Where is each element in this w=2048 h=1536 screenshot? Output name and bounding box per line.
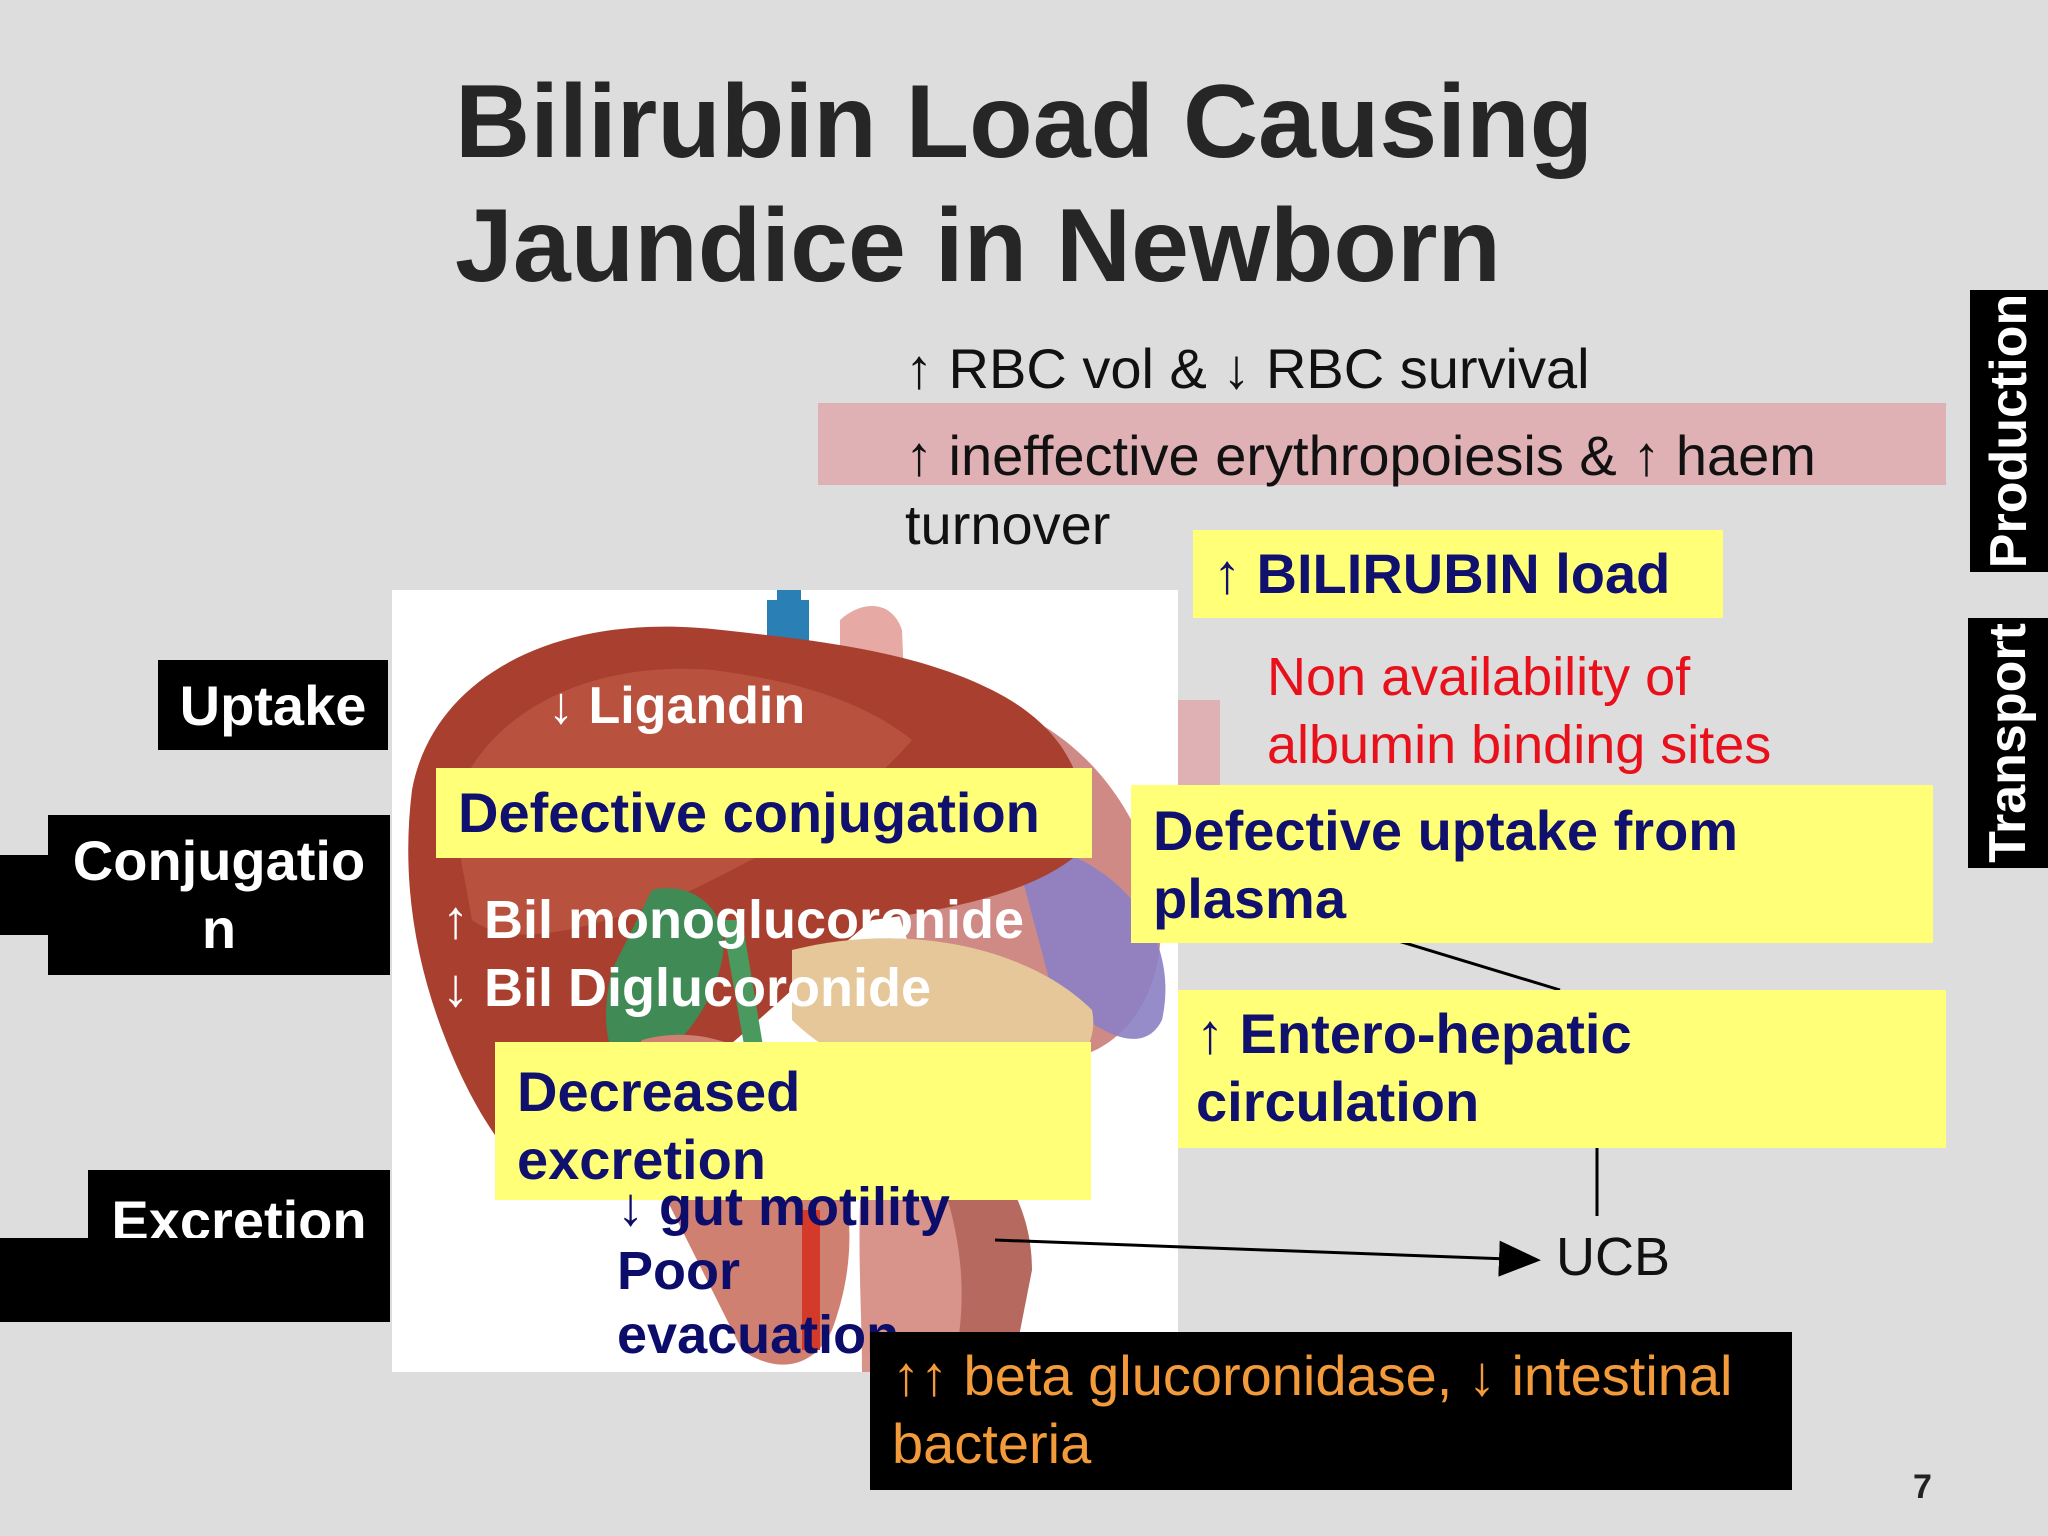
page-number: 7 xyxy=(1913,1468,1932,1506)
production-tab: Production xyxy=(1970,290,2048,572)
enterohepatic-box: ↑ Entero-hepatic circulation xyxy=(1178,990,1946,1148)
conjugation-label-line2: n xyxy=(201,897,237,960)
gut-to-ucb-arrow xyxy=(994,1238,1541,1277)
defective-uptake-line1: Defective uptake from xyxy=(1153,799,1739,862)
ligandin-text: ↓ Ligandin xyxy=(548,677,806,735)
uptake-label-text: Uptake xyxy=(179,673,367,737)
bil-monoglucoronide: ↑ Bil monoglucoronide xyxy=(442,890,1024,950)
decreased-excretion-line2: excretion xyxy=(517,1128,766,1191)
defective-uptake-box: Defective uptake from plasma xyxy=(1131,785,1933,943)
enterohepatic-line2: circulation xyxy=(1196,1070,1480,1133)
beta-glucoronidase-line2: bacteria xyxy=(892,1412,1092,1475)
defective-conjugation-text: Defective conjugation xyxy=(458,781,1040,844)
erythropoiesis-cause: ↑ ineffective erythropoiesis & ↑ haem xyxy=(905,424,1816,487)
decreased-excretion-line1: Decreased xyxy=(517,1060,801,1123)
bilirubin-load-text: ↑ BILIRUBIN load xyxy=(1213,542,1671,605)
gut-motility-text: ↓ gut motility Poor evacuation xyxy=(617,1175,950,1367)
excretion-label-base xyxy=(0,1238,390,1322)
bilirubin-glucuronide-text: ↑ Bil monoglucoronide ↓ Bil Diglucoronid… xyxy=(442,886,1024,1022)
conjugation-label-notch xyxy=(0,855,48,935)
defective-conjugation-box: Defective conjugation xyxy=(436,768,1092,858)
rbc-cause: ↑ RBC vol & ↓ RBC survival xyxy=(905,337,1590,400)
title-line-2: Jaundice in Newborn xyxy=(455,188,1501,304)
gut-motility-line2: Poor xyxy=(617,1241,741,1301)
decreased-excretion-box: Decreased excretion xyxy=(495,1042,1091,1200)
bil-diglucoronide: ↓ Bil Diglucoronide xyxy=(442,958,932,1018)
uptake-label: Uptake xyxy=(158,660,388,750)
turnover-cause: turnover xyxy=(905,493,1111,556)
uptake-to-enterohepatic-line xyxy=(1394,938,1561,992)
defective-uptake-line2: plasma xyxy=(1153,867,1346,930)
conjugation-label: Conjugatio n xyxy=(48,815,390,975)
title-line-1: Bilirubin Load Causing xyxy=(455,64,1594,180)
beta-glucoronidase-box: ↑↑ beta glucoronidase, ↓ intestinal bact… xyxy=(870,1332,1792,1490)
conjugation-label-line1: Conjugatio xyxy=(72,829,366,892)
transport-tab: Transport xyxy=(1968,618,2048,868)
albumin-text: Non availability of albumin binding site… xyxy=(1267,643,1771,779)
gut-motility-line1: ↓ gut motility xyxy=(617,1177,950,1237)
ucb-text: UCB xyxy=(1556,1227,1671,1287)
slide-title: Bilirubin Load Causing Jaundice in Newbo… xyxy=(455,60,1755,308)
ligandin-pink-strip xyxy=(1178,700,1220,792)
albumin-line1: Non availability of xyxy=(1267,647,1691,707)
erythropoiesis-highlight-band xyxy=(818,403,1946,485)
gut-motility-line3: evacuation xyxy=(617,1305,900,1365)
bilirubin-load-box: ↑ BILIRUBIN load xyxy=(1193,530,1723,618)
enterohepatic-line1: ↑ Entero-hepatic xyxy=(1196,1002,1632,1065)
beta-glucoronidase-line1: ↑↑ beta glucoronidase, ↓ intestinal xyxy=(892,1344,1733,1407)
albumin-line2: albumin binding sites xyxy=(1267,715,1772,775)
